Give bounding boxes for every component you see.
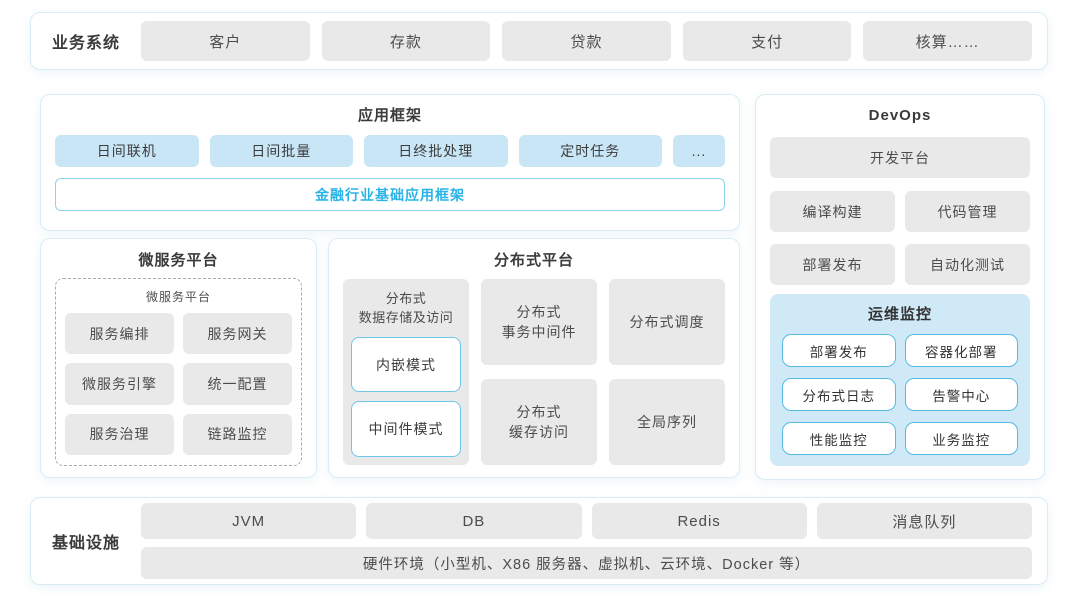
ops-item-deploy-release: 部署发布 <box>782 334 896 367</box>
devops-item-deploy-release: 部署发布 <box>770 244 895 285</box>
micro-item-service-gateway: 服务网关 <box>183 313 292 355</box>
app-framework-items: 日间联机 日间批量 日终批处理 定时任务 ... <box>55 135 725 167</box>
micro-item-microservice-engine: 微服务引擎 <box>65 363 174 405</box>
micro-item-service-governance: 服务治理 <box>65 413 174 455</box>
distributed-right-column: 分布式调度 全局序列 <box>609 279 725 465</box>
ops-item-business-monitoring: 业务监控 <box>904 422 1018 455</box>
devops-dev-platform: 开发平台 <box>770 137 1030 178</box>
financial-base-framework: 金融行业基础应用框架 <box>55 178 725 211</box>
micro-item-unified-config: 统一配置 <box>183 363 292 405</box>
infra-item-jvm: JVM <box>141 503 357 539</box>
devops-item-compile-build: 编译构建 <box>770 191 895 232</box>
microservices-dashed-group: 微服务平台 服务编排 服务网关 微服务引擎 统一配置 服务治理 链路监控 <box>55 278 302 466</box>
microservices-grid: 服务编排 服务网关 微服务引擎 统一配置 服务治理 链路监控 <box>65 313 292 455</box>
storage-mode-middleware: 中间件模式 <box>351 401 461 457</box>
ops-monitor-grid: 部署发布 容器化部署 分布式日志 告警中心 性能监控 业务监控 <box>782 334 1018 455</box>
devops-item-code-management: 代码管理 <box>905 191 1030 232</box>
distributed-panel: 分布式平台 分布式 数据存储及访问 内嵌模式 中间件模式 分布式 事务中间件 分… <box>328 238 740 478</box>
microservices-inner-title: 微服务平台 <box>145 290 211 304</box>
infrastructure-panel: 基础设施 JVM DB Redis 消息队列 硬件环境（小型机、X86 服务器、… <box>30 497 1048 585</box>
biz-item-deposit: 存款 <box>321 21 491 61</box>
dist-item-scheduling: 分布式调度 <box>609 279 725 365</box>
dist-item-cache-access: 分布式 缓存访问 <box>481 379 597 465</box>
biz-item-customer: 客户 <box>141 21 310 61</box>
ops-item-alert-center: 告警中心 <box>904 378 1018 411</box>
business-systems-label: 业务系统 <box>51 35 120 52</box>
micro-item-trace-monitoring: 链路监控 <box>183 413 292 455</box>
infrastructure-row: JVM DB Redis 消息队列 <box>141 503 1032 539</box>
devops-grid: 编译构建 代码管理 部署发布 自动化测试 <box>770 191 1030 285</box>
infrastructure-items: JVM DB Redis 消息队列 硬件环境（小型机、X86 服务器、虚拟机、云… <box>141 503 1047 579</box>
infra-item-db: DB <box>366 503 582 539</box>
biz-item-loan: 贷款 <box>502 21 671 61</box>
appfw-item-scheduled-tasks: 定时任务 <box>518 135 662 167</box>
ops-item-distributed-logging: 分布式日志 <box>782 378 896 411</box>
appfw-item-ellipsis: ... <box>673 135 725 167</box>
infra-item-message-queue: 消息队列 <box>816 503 1032 539</box>
ops-item-performance-monitoring: 性能监控 <box>782 422 896 455</box>
distributed-storage-group: 分布式 数据存储及访问 内嵌模式 中间件模式 <box>343 279 469 465</box>
dist-item-global-sequence: 全局序列 <box>609 379 725 465</box>
distributed-body: 分布式 数据存储及访问 内嵌模式 中间件模式 分布式 事务中间件 分布式 缓存访… <box>343 279 725 465</box>
devops-title: DevOps <box>868 107 932 124</box>
app-framework-panel: 应用框架 日间联机 日间批量 日终批处理 定时任务 ... 金融行业基础应用框架 <box>40 94 740 231</box>
micro-item-service-orchestration: 服务编排 <box>65 313 174 355</box>
biz-item-payment: 支付 <box>682 21 852 61</box>
microservices-title: 微服务平台 <box>138 252 219 269</box>
devops-item-automated-testing: 自动化测试 <box>905 244 1030 285</box>
infra-item-redis: Redis <box>591 503 807 539</box>
app-framework-title: 应用框架 <box>357 107 422 124</box>
distributed-middle-column: 分布式 事务中间件 分布式 缓存访问 <box>481 279 597 465</box>
appfw-item-daytime-online: 日间联机 <box>55 135 199 167</box>
infrastructure-label: 基础设施 <box>51 535 120 552</box>
biz-item-accounting: 核算…… <box>863 21 1032 61</box>
distributed-storage-heading: 分布式 数据存储及访问 <box>358 291 454 325</box>
dist-item-transaction-middleware: 分布式 事务中间件 <box>481 279 597 365</box>
microservices-panel: 微服务平台 微服务平台 服务编排 服务网关 微服务引擎 统一配置 服务治理 链路… <box>40 238 317 478</box>
devops-panel: DevOps 开发平台 编译构建 代码管理 部署发布 自动化测试 运维监控 部署… <box>755 94 1045 480</box>
business-systems-panel: 业务系统 客户 存款 贷款 支付 核算…… <box>30 12 1048 70</box>
infra-hardware-environment: 硬件环境（小型机、X86 服务器、虚拟机、云环境、Docker 等） <box>141 547 1032 579</box>
appfw-item-eod-batch: 日终批处理 <box>364 135 508 167</box>
ops-monitor-title: 运维监控 <box>867 306 932 323</box>
storage-mode-embedded: 内嵌模式 <box>351 336 461 393</box>
ops-item-container-deploy: 容器化部署 <box>904 334 1018 367</box>
distributed-title: 分布式平台 <box>493 252 574 269</box>
business-systems-items: 客户 存款 贷款 支付 核算…… <box>141 21 1047 61</box>
appfw-item-daytime-batch: 日间批量 <box>209 135 353 167</box>
ops-monitor-group: 运维监控 部署发布 容器化部署 分布式日志 告警中心 性能监控 业务监控 <box>770 294 1030 466</box>
